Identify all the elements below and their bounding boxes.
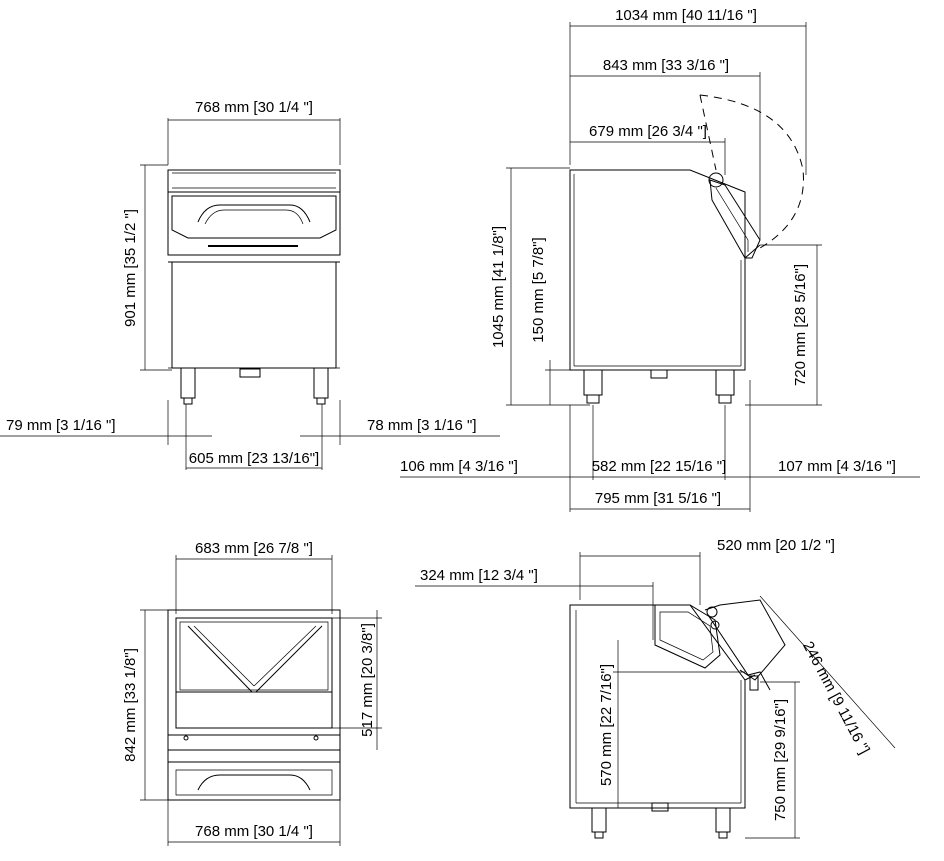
side-leg-height-label: 150 mm [5 7/8"] [530,237,547,342]
section-door-length-label: 246 mm [9 11/16 "] [799,639,873,757]
top-inner-width-label: 683 mm [26 7/8 "] [195,540,313,557]
section-opening-depth-label: 520 mm [20 1/2 "] [717,537,835,554]
front-leg-spacing-label: 605 mm [23 13/16"] [189,450,319,467]
side-depth-door-label: 843 mm [33 3/16 "] [603,57,729,74]
top-depth-label: 842 mm [33 1/8"] [122,648,139,762]
side-base-depth-label: 795 mm [31 5/16 "] [595,490,721,507]
front-width-label: 768 mm [30 1/4 "] [195,99,313,116]
side-view: 1034 mm [40 11/16 "] 843 mm [33 3/16 "] … [400,7,920,512]
side-front-leg-offset-label: 106 mm [4 3/16 "] [400,458,518,475]
section-inner-height-label: 570 mm [22 7/16"] [598,664,615,786]
side-leg-spacing-label: 582 mm [22 15/16 "] [592,458,727,475]
top-inner-depth-label: 517 mm [20 3/8"] [359,623,376,737]
front-view: 768 mm [30 1/4 "] 901 mm [35 1/2 "] 79 m… [0,99,500,470]
front-left-offset-label: 79 mm [3 1/16 "] [6,417,116,434]
front-height-label: 901 mm [35 1/2 "] [122,209,139,327]
top-width-bottom-label: 768 mm [30 1/4 "] [195,823,313,840]
section-shelf-depth-label: 324 mm [12 3/4 "] [420,567,538,584]
section-view: 520 mm [20 1/2 "] 324 mm [12 3/4 "] 246 … [415,537,896,839]
front-right-offset-label: 78 mm [3 1/16 "] [367,417,477,434]
side-front-height-label: 720 mm [28 5/16"] [792,264,809,386]
top-view: 683 mm [26 7/8 "] 842 mm [33 1/8"] 517 m… [122,540,382,846]
section-front-height-label: 750 mm [29 9/16"] [772,699,789,821]
side-depth-open-label: 1034 mm [40 11/16 "] [615,7,757,24]
side-depth-top-label: 679 mm [26 3/4 "] [589,123,707,140]
side-rear-leg-offset-label: 107 mm [4 3/16 "] [778,458,896,475]
side-height-label: 1045 mm [41 1/8"] [490,226,507,348]
